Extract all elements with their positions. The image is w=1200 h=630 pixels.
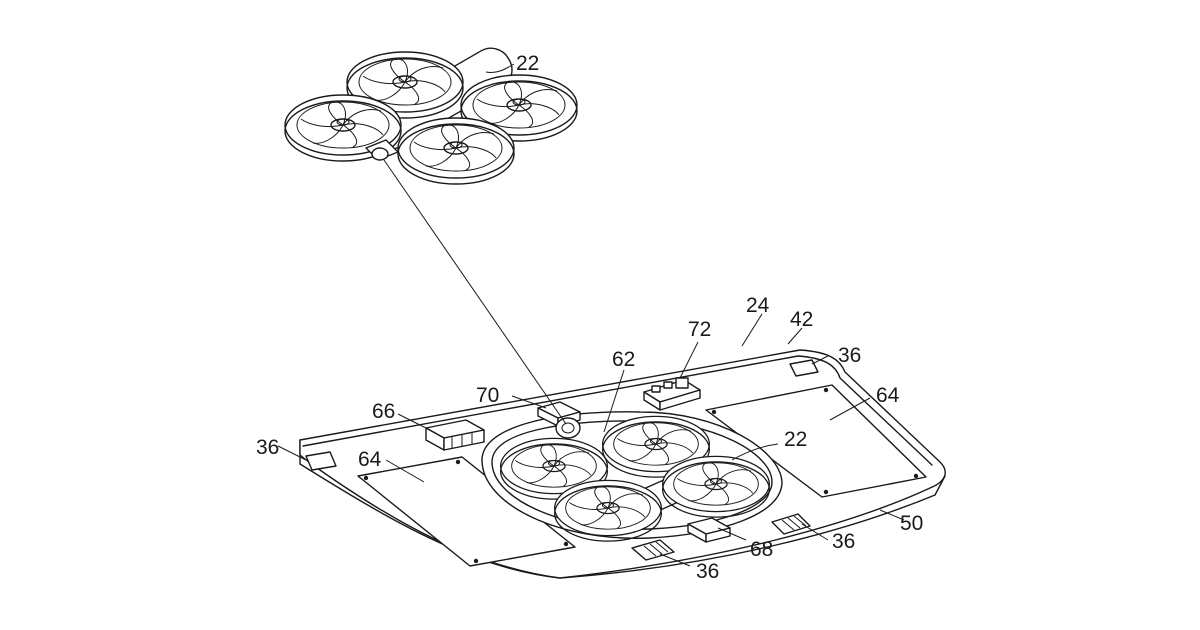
label-connector: 68 <box>750 538 773 561</box>
label-foot-right-top: 36 <box>838 344 861 367</box>
label-drone-top: 22 <box>516 52 539 75</box>
label-foot-bottom-right: 36 <box>832 530 855 553</box>
mount-foot-left <box>306 452 336 470</box>
label-box: 66 <box>372 400 395 423</box>
label-roof-edge: 50 <box>900 512 923 535</box>
label-controller: 72 <box>688 318 711 341</box>
descent-line <box>384 160 566 424</box>
label-solar-left: 64 <box>358 448 382 471</box>
label-foot-left: 36 <box>256 436 279 459</box>
label-roof-panel: 42 <box>790 308 813 331</box>
label-solar-right: 64 <box>876 384 900 407</box>
label-camera-unit: 70 <box>476 384 499 407</box>
label-station: 62 <box>612 348 635 371</box>
label-drone-docked: 22 <box>784 428 807 451</box>
label-vehicle-roof: 24 <box>746 294 770 317</box>
label-foot-bottom-mid: 36 <box>696 560 719 583</box>
